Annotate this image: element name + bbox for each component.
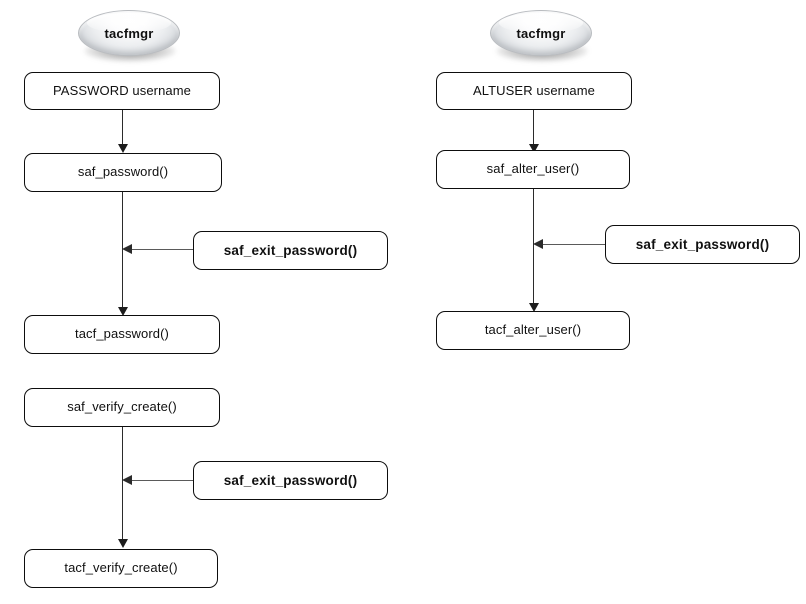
node-label: saf_exit_password() [635,236,770,252]
node-label: saf_exit_password() [223,472,358,488]
arrowhead-left-saf-exit-password-3 [533,239,543,249]
node-label: ALTUSER username [472,82,595,98]
arrowhead-left-saf-exit-password-1 [122,244,132,254]
connector-saf-exit-password-2 [130,479,194,481]
arrowhead-down-tacf-alter-user [528,303,539,312]
node-altuser-username[interactable]: ALTUSER username [436,72,632,110]
terminator-tacfmgr-password: tacfmgr [78,10,180,68]
node-label: PASSWORD username [53,82,191,98]
arrowhead-left-saf-exit-password-2 [122,475,132,485]
connector-saf-exit-password-3 [541,243,606,245]
node-saf-exit-password-3[interactable]: saf_exit_password() [605,225,800,264]
node-label: saf_alter_user() [486,161,580,177]
connector-altuser-to-saf-alter-user [533,110,535,146]
terminator-label: tacfmgr [104,25,154,41]
node-label: saf_password() [77,164,169,180]
node-tacf-password[interactable]: tacf_password() [24,315,220,354]
arrowhead-down-saf-password [117,144,128,153]
terminator-label: tacfmgr [516,25,566,41]
node-label: saf_verify_create() [67,399,177,415]
arrowhead-down-saf-alter-user [528,144,539,153]
node-label: tacf_verify_create() [64,560,178,576]
node-label: saf_exit_password() [223,242,358,258]
node-saf-password[interactable]: saf_password() [24,153,222,192]
terminator-tacfmgr-alter-user: tacfmgr [490,10,592,68]
node-password-username[interactable]: PASSWORD username [24,72,220,110]
node-label: tacf_alter_user() [484,322,582,338]
connector-password-to-saf-password [122,110,124,146]
arrowhead-down-tacf-password [117,307,128,316]
node-tacf-alter-user[interactable]: tacf_alter_user() [436,311,630,350]
node-saf-verify-create[interactable]: saf_verify_create() [24,388,220,427]
node-saf-exit-password-2[interactable]: saf_exit_password() [193,461,388,500]
node-label: tacf_password() [75,326,169,342]
arrowhead-down-tacf-verify-create [117,539,128,548]
connector-saf-exit-password-1 [130,248,194,250]
node-tacf-verify-create[interactable]: tacf_verify_create() [24,549,218,588]
node-saf-alter-user[interactable]: saf_alter_user() [436,150,630,189]
node-saf-exit-password-1[interactable]: saf_exit_password() [193,231,388,270]
